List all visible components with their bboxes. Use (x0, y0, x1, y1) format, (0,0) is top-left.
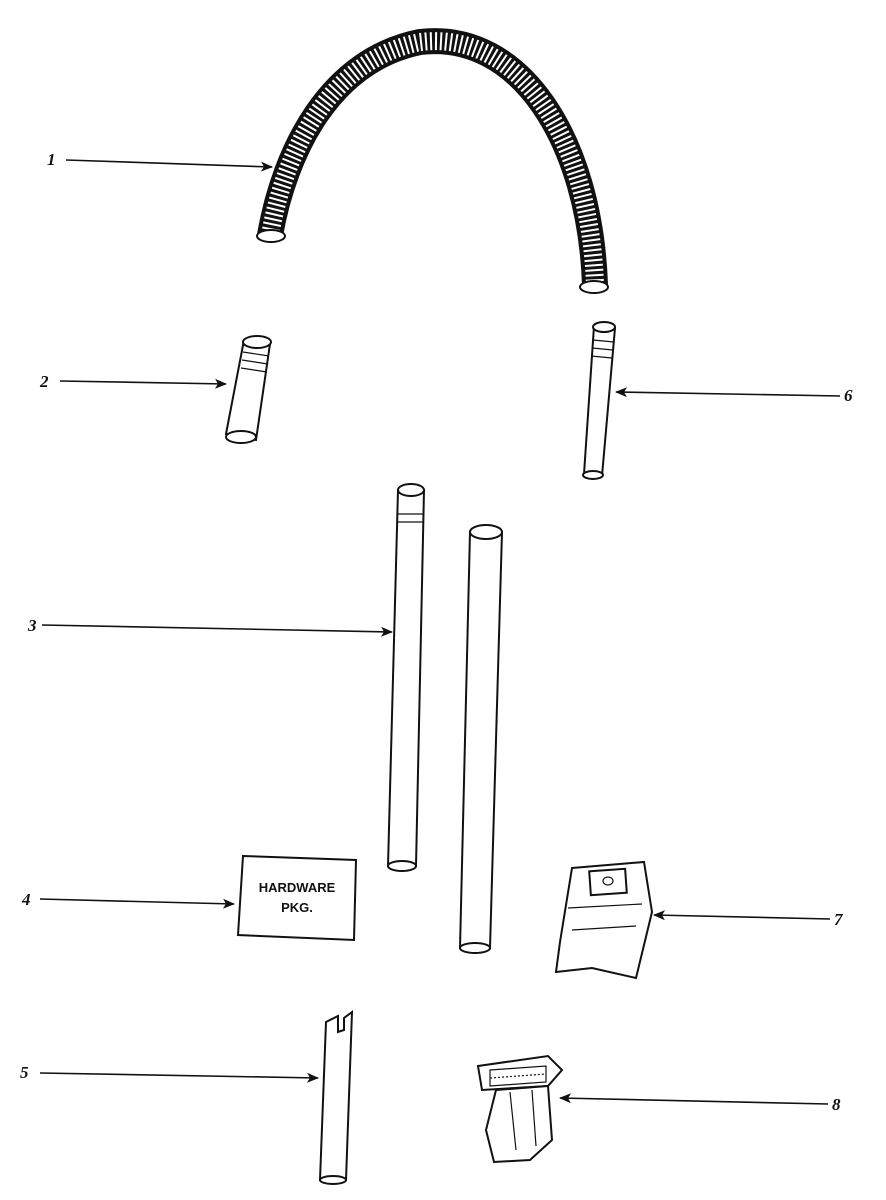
hose-connector-icon (224, 335, 272, 444)
hose-end-connector-icon (582, 321, 617, 480)
callout-number-1: 1 (47, 150, 56, 169)
leader-line-6 (615, 387, 841, 398)
hardware-package-label-line2: PKG. (281, 900, 313, 915)
leader-line-7 (653, 910, 831, 921)
callout-number-3: 3 (27, 616, 37, 635)
crevice-tool-icon (318, 1009, 354, 1185)
dust-bag-icon (554, 860, 654, 980)
leader-line-8 (559, 1093, 829, 1105)
callout-number-2: 2 (39, 372, 49, 391)
leader-line-1 (65, 159, 273, 172)
leader-line-4 (39, 898, 235, 909)
callout-number-8: 8 (832, 1095, 841, 1114)
floor-nozzle-icon (476, 1054, 564, 1164)
callout-number-5: 5 (20, 1063, 29, 1082)
flexible-hose-icon (256, 28, 609, 294)
leader-line-5 (39, 1072, 319, 1083)
callout-number-7: 7 (834, 910, 844, 929)
extension-wand-icon (386, 483, 504, 954)
callout-number-6: 6 (844, 386, 853, 405)
callout-number-4: 4 (21, 890, 31, 909)
hardware-package-icon: HARDWARE PKG. (236, 854, 358, 942)
leader-line-3 (41, 624, 393, 637)
hardware-package-label-line1: HARDWARE (259, 880, 336, 895)
leader-line-2 (59, 378, 227, 389)
